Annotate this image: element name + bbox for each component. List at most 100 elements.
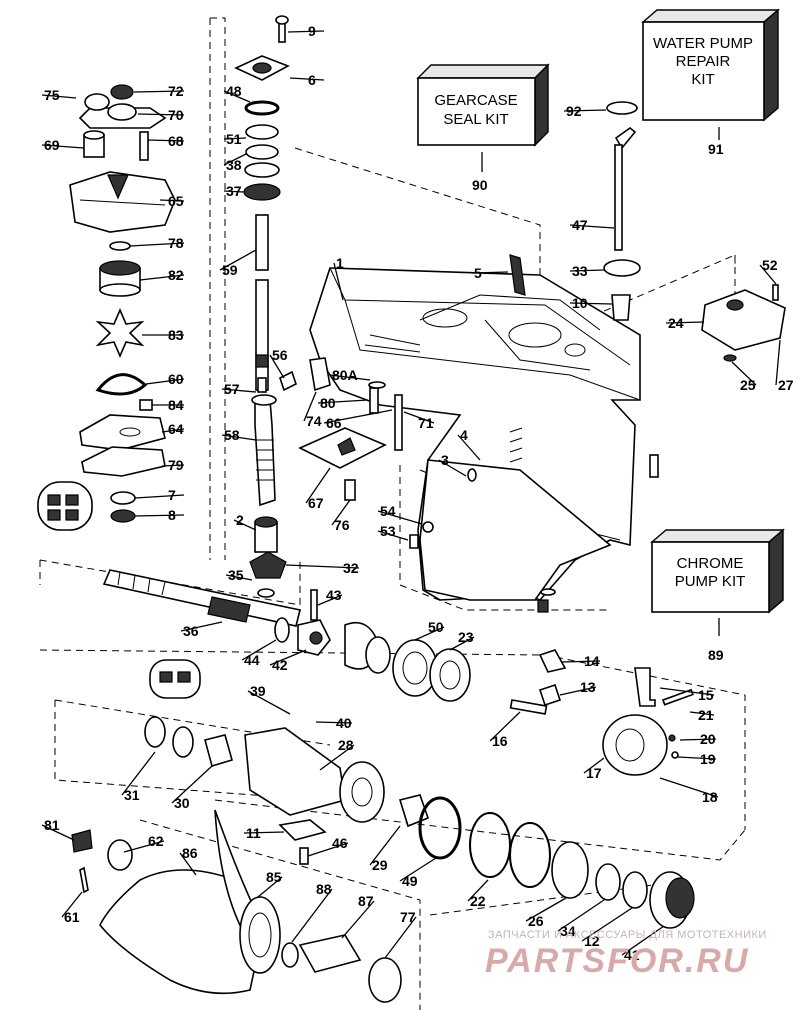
- callout-83: 83: [168, 327, 184, 343]
- callout-62: 62: [148, 833, 164, 849]
- leader-line-69: [41, 144, 85, 149]
- callout-86: 86: [182, 845, 198, 861]
- leader-line-14: [561, 660, 601, 663]
- callout-32: 32: [343, 560, 359, 576]
- chrome-pump-kit-box: CHROME PUMP KIT: [650, 528, 785, 614]
- leader-line-80: [317, 399, 369, 404]
- water-pump-kit-line-3: KIT: [691, 71, 714, 88]
- water-pump-parts: [37, 84, 176, 531]
- callout-14: 14: [584, 653, 600, 669]
- leader-line-66: [323, 409, 393, 424]
- chrome-pump-kit-line-2: PUMP KIT: [675, 573, 746, 590]
- leader-line-62: [123, 840, 165, 853]
- leader-line-27: [775, 339, 781, 386]
- callout-24: 24: [668, 315, 684, 331]
- callout-21: 21: [698, 707, 714, 723]
- kit-number-90: 90: [472, 177, 488, 193]
- leader-line-88: [291, 888, 333, 943]
- callout-77: 77: [400, 909, 416, 925]
- callout-12: 12: [584, 933, 600, 949]
- callout-25: 25: [740, 377, 756, 393]
- leader-line-72: [133, 90, 185, 93]
- right-side-parts: [298, 101, 786, 613]
- callout-47: 47: [572, 217, 588, 233]
- leader-line-5: [471, 271, 509, 274]
- callout-35: 35: [228, 567, 244, 583]
- callout-33: 33: [572, 263, 588, 279]
- leader-line-51: [223, 137, 247, 140]
- callout-8: 8: [168, 507, 176, 523]
- callout-31: 31: [124, 787, 140, 803]
- leader-line-11: [243, 831, 285, 834]
- callout-39: 39: [250, 683, 266, 699]
- leader-line-58: [221, 434, 257, 441]
- leader-line-81: [41, 824, 75, 841]
- leader-line-21: [689, 711, 715, 716]
- callout-85: 85: [266, 869, 282, 885]
- leader-line-16: [489, 711, 521, 742]
- callout-27: 27: [778, 377, 794, 393]
- callout-43: 43: [326, 587, 342, 603]
- callout-18: 18: [702, 789, 718, 805]
- leader-line-15: [659, 687, 715, 696]
- leader-line-18: [659, 777, 719, 798]
- leader-line-19: [677, 756, 717, 760]
- leader-line-2: [233, 519, 257, 531]
- watermark-caption: ЗАПЧАСТИ И АКСЕССУАРЫ ДЛЯ МОТОТЕХНИКИ: [488, 929, 767, 941]
- leader-line-29: [369, 825, 401, 866]
- leader-line-92: [563, 109, 607, 112]
- callout-74: 74: [306, 413, 322, 429]
- leader-line-12: [581, 907, 633, 942]
- callout-80a: 80A: [332, 367, 358, 383]
- leader-line-24: [665, 321, 705, 324]
- callout-61: 61: [64, 909, 80, 925]
- shift-parts: [509, 649, 694, 776]
- callout-17: 17: [586, 765, 602, 781]
- callout-46: 46: [332, 835, 348, 851]
- callout-53: 53: [380, 523, 396, 539]
- leader-line-4: [457, 434, 481, 461]
- callout-37: 37: [226, 183, 242, 199]
- callout-4: 4: [460, 427, 468, 443]
- gearcase-seal-kit-box: GEARCASE SEAL KIT: [416, 63, 550, 147]
- callout-15: 15: [698, 687, 714, 703]
- callout-50: 50: [428, 619, 444, 635]
- callout-64: 64: [168, 421, 184, 437]
- callout-30: 30: [174, 795, 190, 811]
- callout-65: 65: [168, 193, 184, 209]
- leader-line-38: [223, 153, 247, 166]
- callout-26: 26: [528, 913, 544, 929]
- leader-line-42: [269, 649, 307, 666]
- callout-16: 16: [492, 733, 508, 749]
- callout-9: 9: [308, 23, 316, 39]
- propshaft-parts: [102, 569, 471, 702]
- callout-60: 60: [168, 371, 184, 387]
- callout-34: 34: [560, 923, 576, 939]
- callout-20: 20: [700, 731, 716, 747]
- leader-line-75: [41, 94, 77, 99]
- callout-22: 22: [470, 893, 486, 909]
- leader-line-22: [467, 879, 489, 902]
- leader-line-64: [161, 428, 185, 433]
- callout-88: 88: [316, 881, 332, 897]
- leader-line-8: [134, 514, 185, 517]
- leader-line-61: [61, 891, 83, 918]
- leader-line-26: [525, 897, 567, 922]
- bearing-housing-parts: [144, 659, 695, 929]
- leader-line-13: [559, 686, 597, 696]
- callout-82: 82: [168, 267, 184, 283]
- leader-line-43: [317, 594, 343, 606]
- callout-11: 11: [246, 825, 261, 841]
- leader-line-77: [384, 916, 417, 959]
- gearcase-seal-kit-line-2: SEAL KIT: [443, 111, 508, 128]
- callout-10: 10: [572, 295, 588, 311]
- callout-52: 52: [762, 257, 778, 273]
- callout-49: 49: [402, 873, 418, 889]
- leader-line-41: [621, 925, 665, 956]
- leader-line-86: [179, 852, 197, 876]
- callout-40: 40: [336, 715, 352, 731]
- callout-56: 56: [272, 347, 288, 363]
- callout-92: 92: [566, 103, 582, 119]
- driveshaft-parts: [234, 15, 297, 598]
